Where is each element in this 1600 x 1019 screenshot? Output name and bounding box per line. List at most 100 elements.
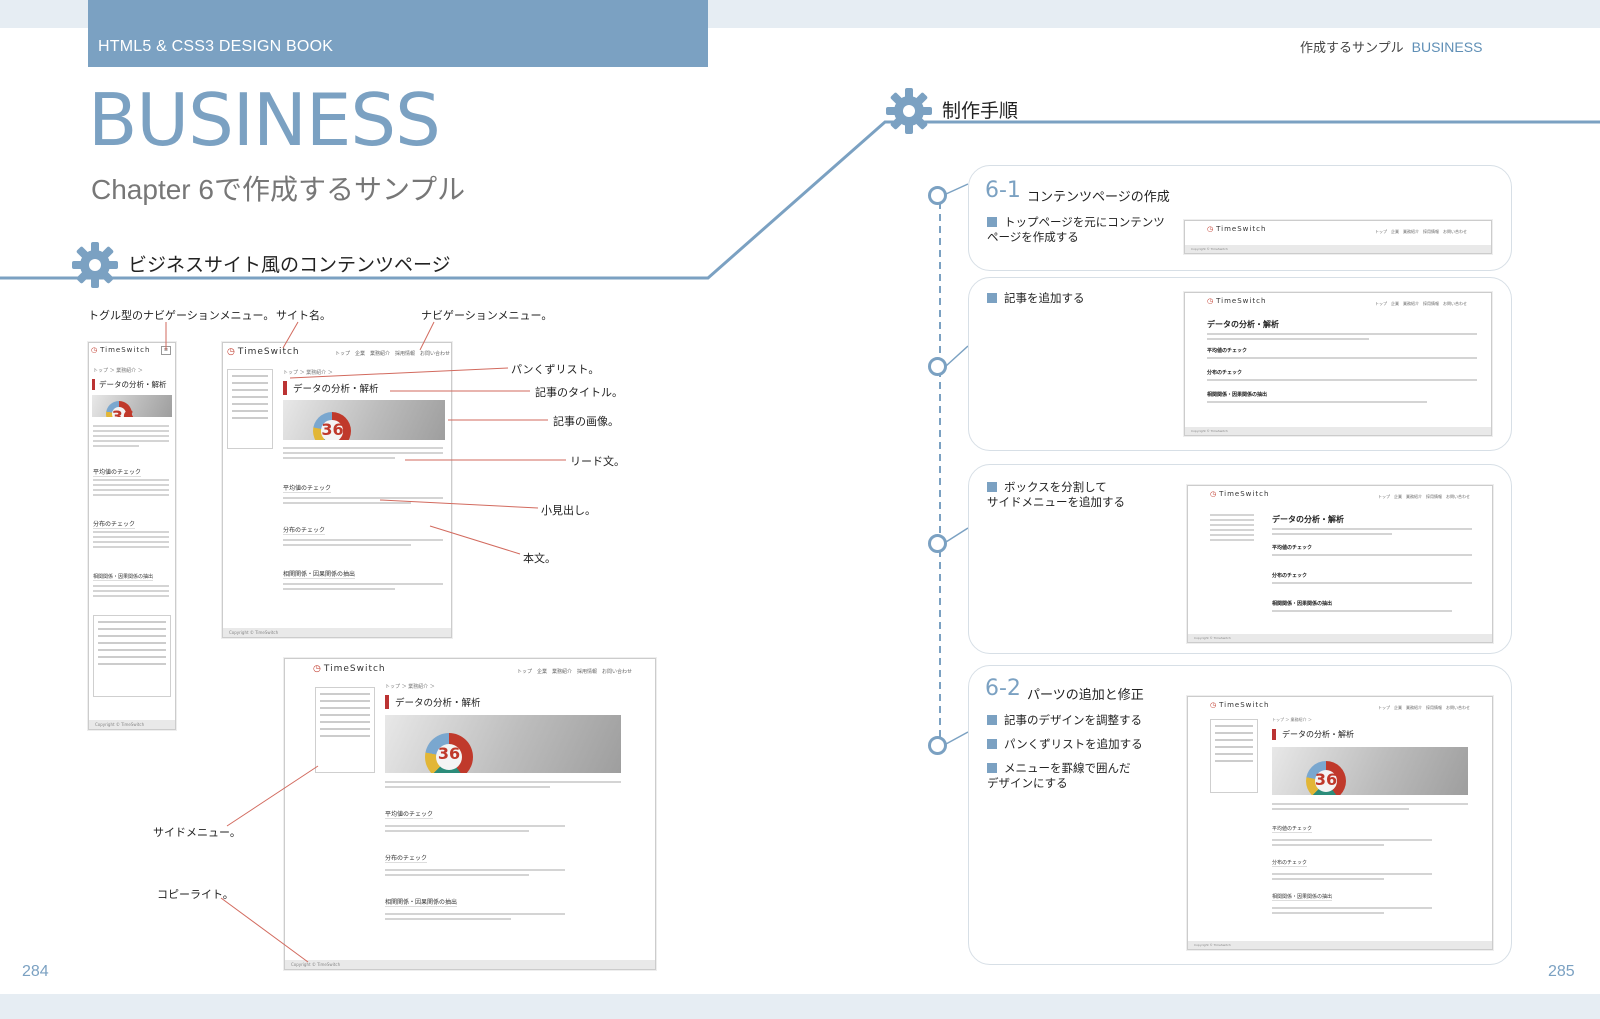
callout-breadcrumb: パンくずリスト。 [511,364,600,376]
mock-breadcrumb: トップ ＞ 業務紹介 ＞ [283,370,333,376]
mock-copyright: Copyright © TimeSwitch [1185,245,1491,253]
callout-leaders [165,321,566,963]
mock-logo: TimeSwitch [1207,225,1266,233]
mock-copyright: Copyright © TimeSwitch [1188,941,1492,949]
mock-subheading: 相関関係・因果関係の抽出 [385,899,458,907]
timeline-dot [928,534,947,553]
running-head-section: BUSINESS [1411,39,1483,55]
mock-subheading: 分布のチェック [1207,370,1243,376]
mock-subheading: 平均値のチェック [93,469,142,477]
mock-article-image [283,400,445,440]
gear-icon [72,242,118,288]
running-head-label: 作成するサンプル [1300,40,1404,55]
mock-subheading: 平均値のチェック [1272,826,1313,833]
step-card: 6-1 コンテンツページの作成 トップページを元にコンテンツ ページを作成する … [968,165,1512,271]
page-subtitle: Chapter 6で作成するサンプル [91,174,466,205]
page-number-right: 285 [1548,963,1575,980]
mock-subheading: 分布のチェック [93,521,136,529]
mock-subheading: 相関関係・因果関係の抽出 [1207,392,1268,398]
mock-copyright: Copyright © TimeSwitch [285,960,655,969]
step-item: パンくずリストを追加する [987,738,1143,753]
mock-subheading: 分布のチェック [283,527,326,535]
page-number-left: 284 [22,963,49,980]
timeline-line [939,190,941,746]
mock-desktop: TimeSwitch トップ 企業 業務紹介 採用情報 お問い合わせ トップ ＞… [284,658,656,970]
mock-logo: TimeSwitch [1210,701,1269,709]
mock-subheading: 分布のチェック [1272,573,1308,579]
mock-breadcrumb: トップ ＞ 業務紹介 ＞ [93,368,143,374]
step-title: パーツの追加と修正 [1027,687,1144,702]
callout-body: 本文。 [523,553,556,565]
step-item: 記事のデザインを調整する [987,714,1142,729]
step-thumb: TimeSwitch トップ 企業 業務紹介 採用情報 お問い合わせ データの分… [1184,292,1492,436]
mock-nav: トップ 企業 業務紹介 採用情報 お問い合わせ [1375,229,1467,234]
mock-side-menu [315,687,375,773]
timeline-dot [928,186,947,205]
callout-lead: リード文。 [570,456,625,468]
callout-site-name: サイト名。 [276,310,331,322]
step-card: 6-2 パーツの追加と修正 記事のデザインを調整する パンくずリストを追加する … [968,665,1512,965]
callout-toggle-nav: トグル型のナビゲーションメニュー。 [88,310,275,322]
callout-article-title: 記事のタイトル。 [535,387,623,399]
mock-subheading: 相関関係・因果関係の抽出 [1272,601,1333,607]
mock-nav: トップ 企業 業務紹介 採用情報 お問い合わせ [335,351,451,357]
mock-article-image [385,715,621,773]
step-thumb: TimeSwitch トップ 企業 業務紹介 採用情報 お問い合わせ Copyr… [1184,220,1492,254]
page-title: BUSINESS [88,78,441,162]
mock-article-title: データの分析・解析 [1207,320,1279,329]
timeline-connectors [945,183,969,745]
mock-copyright: Copyright © TimeSwitch [223,628,451,637]
mock-article-title: データの分析・解析 [385,695,481,709]
callout-side-menu: サイドメニュー。 [153,827,241,839]
step-thumb: TimeSwitch トップ 企業 業務紹介 採用情報 お問い合わせ データの分… [1187,485,1493,643]
left-section-heading: ビジネスサイト風のコンテンツページ [128,255,451,276]
mock-subheading: 相関関係・因果関係の抽出 [93,574,154,581]
mock-nav: トップ 企業 業務紹介 採用情報 お問い合わせ [1378,705,1470,710]
callout-article-image: 記事の画像。 [553,416,619,428]
mock-article-title: データの分析・解析 [1272,515,1344,524]
mock-subheading: 平均値のチェック [385,811,434,819]
mock-copyright: Copyright © TimeSwitch [1185,427,1491,435]
bottom-strip [0,994,1600,1019]
mock-copyright: Copyright © TimeSwitch [89,720,175,729]
gear-icon [886,88,932,134]
step-thumb: TimeSwitch トップ 企業 業務紹介 採用情報 お問い合わせ トップ ＞… [1187,696,1493,950]
mock-subheading: 平均値のチェック [1272,545,1313,551]
step-number: 6-1 [985,178,1021,203]
callout-copyright: コピーライト。 [157,889,234,901]
mock-subheading: 平均値のチェック [283,485,332,493]
mock-side-menu [1210,719,1258,793]
mock-subheading: 平均値のチェック [1207,348,1248,354]
mock-side-menu [93,615,171,697]
mock-subheading: 相関関係・因果関係の抽出 [283,571,356,579]
step-title: コンテンツページの作成 [1027,189,1170,204]
step-item: メニューを罫線で囲んだ デザインにする [987,763,1131,790]
mock-article-title: データの分析・解析 [1272,729,1354,740]
mock-logo: TimeSwitch [91,346,150,354]
mock-article-image [92,395,172,417]
mock-article-title: データの分析・解析 [92,379,167,390]
step-card: ボックスを分割して サイドメニューを追加する TimeSwitch トップ 企業… [968,464,1512,654]
mock-logo: TimeSwitch [227,347,300,357]
callout-nav-menu: ナビゲーションメニュー。 [421,310,553,322]
right-section-heading: 制作手順 [942,101,1019,122]
mock-logo: TimeSwitch [313,664,386,674]
callout-subheading: 小見出し。 [541,505,596,517]
step-number: 6-2 [985,676,1021,701]
section-connector-line [0,120,1600,280]
mock-nav: トップ 企業 業務紹介 採用情報 お問い合わせ [517,669,633,675]
mock-article-title: データの分析・解析 [283,381,379,395]
step-item: トップページを元にコンテンツ ページを作成する [987,217,1165,244]
mock-article-image [1272,747,1468,795]
step-card: 記事を追加する TimeSwitch トップ 企業 業務紹介 採用情報 お問い合… [968,277,1512,451]
running-head: 作成するサンプル BUSINESS [1300,37,1482,56]
mock-subheading: 分布のチェック [385,855,428,863]
step-item: ボックスを分割して サイドメニューを追加する [987,482,1125,509]
mock-logo: TimeSwitch [1210,490,1269,498]
mock-nav: トップ 企業 業務紹介 採用情報 お問い合わせ [1375,301,1467,306]
step-item: 記事を追加する [987,292,1085,307]
book-title: HTML5 & CSS3 DESIGN BOOK [98,38,334,55]
mock-side-menu [227,369,273,449]
timeline-dot [928,357,947,376]
mock-logo: TimeSwitch [1207,297,1266,305]
